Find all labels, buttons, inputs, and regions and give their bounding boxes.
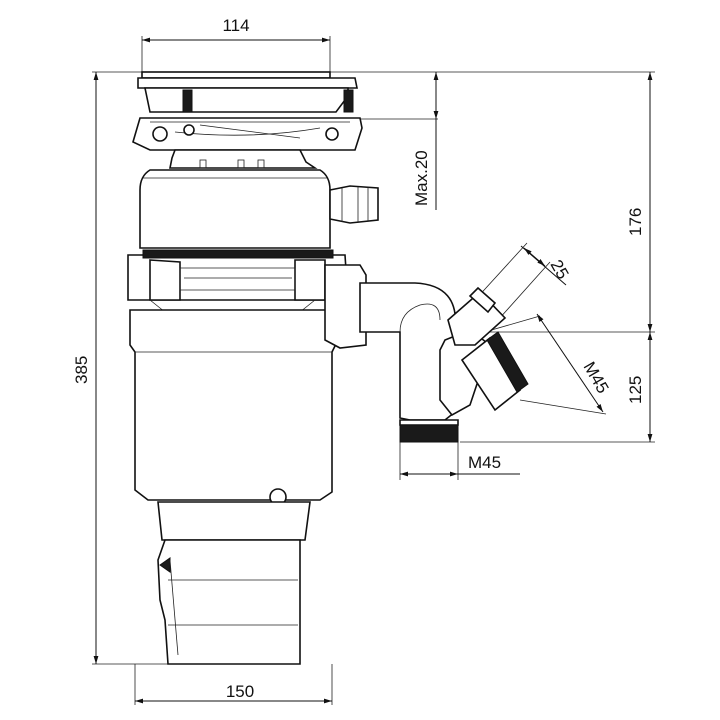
dimension-125-label: 125 (626, 376, 645, 404)
dimension-outlet-m45-label: M45 (580, 359, 613, 397)
dimension-max20-label: Max.20 (412, 150, 431, 206)
dimension-150-label: 150 (226, 682, 254, 701)
clamp-band (127, 249, 349, 313)
dimension-25-label: 25 (547, 257, 573, 283)
dishwasher-inlet (329, 185, 379, 224)
dishwasher-outlet-branch (447, 286, 529, 412)
dimension-176: 176 (626, 72, 653, 332)
dimension-176-label: 176 (626, 208, 645, 236)
mounting-ring (132, 117, 363, 151)
dimension-114-label: 114 (222, 16, 249, 35)
motor-housing (129, 264, 367, 506)
dimension-drain-m45-label: M45 (468, 453, 501, 472)
dimension-drain-m45: M45 (400, 453, 520, 477)
dimension-150: 150 (135, 682, 332, 704)
sink-flange (137, 71, 358, 113)
dimension-max20: Max.20 (412, 72, 439, 210)
lower-motor (157, 501, 311, 665)
dimension-385: 385 (72, 72, 99, 664)
dimension-114: 114 (142, 16, 330, 43)
upper-housing (139, 149, 331, 249)
dimension-125: 125 (626, 332, 653, 442)
dimension-385-label: 385 (72, 356, 91, 384)
